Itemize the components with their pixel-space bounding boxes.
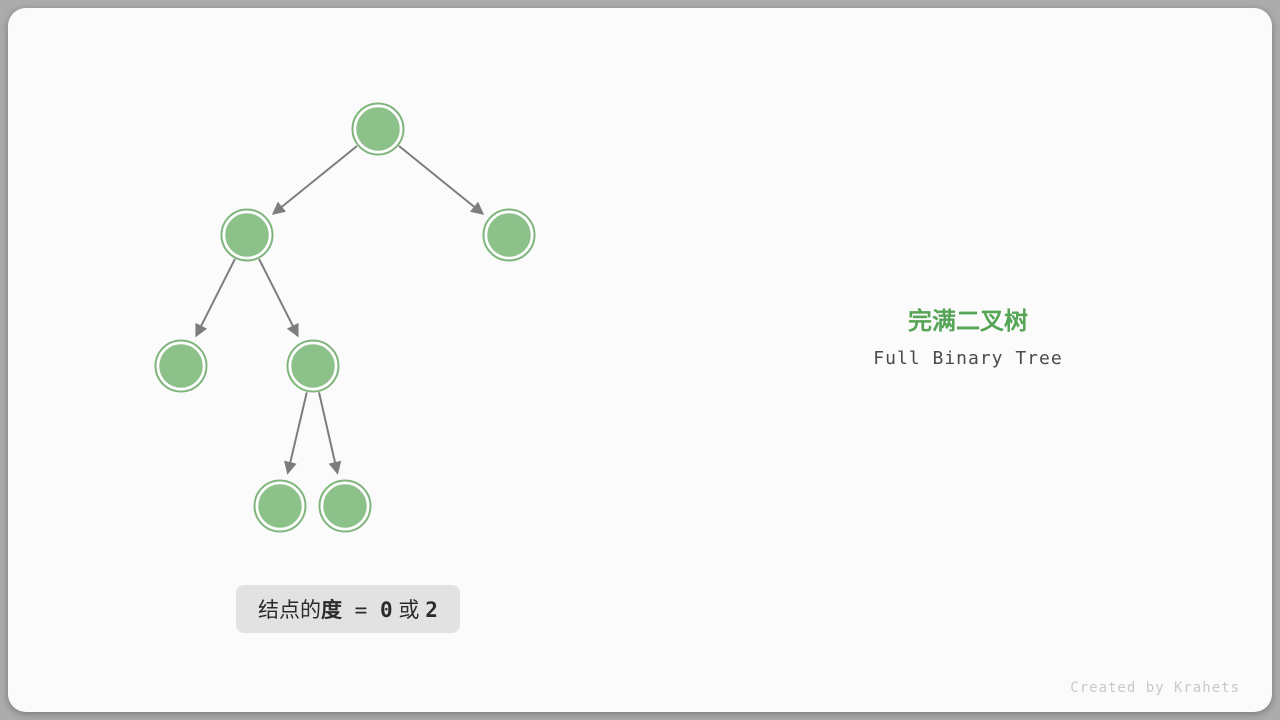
- caption-part: 2: [425, 598, 438, 622]
- tree-node: [286, 339, 340, 393]
- tree-edge: [195, 258, 236, 338]
- tree-node: [318, 479, 372, 533]
- caption-part: =: [342, 598, 380, 622]
- watermark: Created by Krahets: [1070, 680, 1240, 696]
- tree-edge: [258, 258, 299, 338]
- caption-part: 度: [321, 599, 342, 622]
- caption-part: 结点的: [258, 599, 321, 622]
- title-en: Full Binary Tree: [873, 348, 1063, 369]
- caption-part: 0: [379, 598, 393, 622]
- tree-edge: [398, 145, 485, 215]
- title-zh: 完满二叉树: [908, 308, 1028, 335]
- tree-node: [482, 208, 536, 262]
- tree-edge: [271, 145, 358, 215]
- tree-node: [220, 208, 274, 262]
- tree-node: [351, 102, 405, 156]
- tree-edge: [284, 392, 308, 475]
- caption-part: 或: [392, 599, 426, 622]
- canvas-card: [8, 8, 1272, 712]
- tree-edge: [318, 392, 342, 475]
- tree-node: [253, 479, 307, 533]
- degree-caption: 结点的度 = 0 或 2: [236, 585, 460, 633]
- tree-node: [154, 339, 208, 393]
